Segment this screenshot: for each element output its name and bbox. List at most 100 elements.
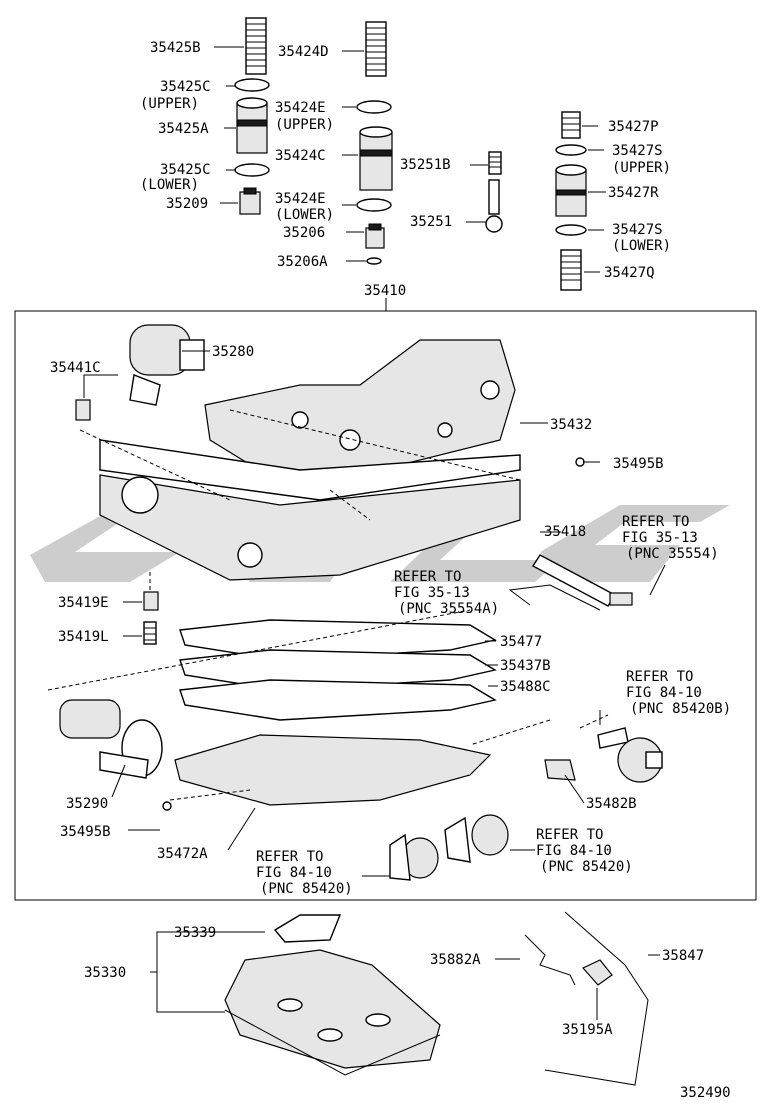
ball-35495B-bottom (162, 801, 172, 811)
svg-text:REFER TO: REFER TO (256, 849, 323, 865)
ref-note-35554: REFER TO FIG 35-13 (PNC 35554) (622, 514, 719, 596)
part-labels: 35425B 35424D 35425C (UPPER) 35425A 3542… (50, 40, 731, 1101)
svg-text:(PNC 35554): (PNC 35554) (626, 546, 719, 562)
oil-strainer-35330 (224, 949, 441, 1076)
plate-35488C (179, 679, 497, 721)
svg-text:(PNC 85420): (PNC 85420) (260, 881, 353, 897)
svg-text:REFER TO: REFER TO (626, 669, 693, 685)
label-35472A: 35472A (157, 846, 208, 862)
piston-35425A (236, 97, 268, 154)
svg-text:REFER TO: REFER TO (536, 827, 603, 843)
oring-35424E-upper (356, 100, 392, 114)
piston-35427R (555, 164, 587, 217)
ref-note-85420B: REFER TO FIG 84-10 (PNC 85420B) (626, 669, 731, 717)
label-35427Q: 35427Q (604, 265, 655, 281)
valve-35251 (485, 179, 503, 233)
label-35425C-lower-note: (LOWER) (140, 177, 199, 193)
ref-note-85420-right: REFER TO FIG 84-10 (PNC 85420) (510, 827, 633, 875)
label-35425C-upper: 35425C (160, 79, 211, 95)
svg-text:(PNC 85420B): (PNC 85420B) (630, 701, 731, 717)
label-35882A: 35882A (430, 952, 481, 968)
label-35441C: 35441C (50, 360, 101, 376)
lower-valve-body (99, 474, 521, 581)
gasket-35432 (99, 439, 521, 501)
label-35424E-upper-note: (UPPER) (275, 117, 334, 133)
spring-35424D (365, 21, 387, 77)
label-35330: 35330 (84, 965, 126, 981)
tube-35554A (508, 584, 601, 611)
oring-35427S-lower (555, 224, 587, 236)
diagram-id: 352490 (680, 1085, 731, 1101)
gasket-35339 (273, 914, 342, 943)
label-35495B-top: 35495B (613, 456, 664, 472)
label-35425C-lower: 35425C (160, 162, 211, 178)
label-35427S-upper-note: (UPPER) (612, 160, 671, 176)
label-35425A: 35425A (158, 121, 209, 137)
plug-35209 (239, 187, 261, 215)
label-35424D: 35424D (278, 44, 329, 60)
svg-text:FIG 84-10: FIG 84-10 (536, 843, 612, 859)
tube-35882A (524, 934, 576, 986)
label-35477: 35477 (500, 634, 542, 650)
clamp-35195A (582, 959, 613, 986)
plug-35206 (365, 223, 385, 249)
label-35427S-lower: 35427S (612, 222, 663, 238)
label-35427S-lower-note: (LOWER) (612, 238, 671, 254)
label-35488C: 35488C (500, 679, 551, 695)
svg-text:(PNC 85420): (PNC 85420) (540, 859, 633, 875)
solenoid-35280 (129, 324, 205, 406)
label-35847: 35847 (662, 948, 704, 964)
label-35410: 35410 (364, 283, 406, 299)
label-35424C: 35424C (275, 148, 326, 164)
solenoid-85420-right (444, 814, 509, 863)
label-35206A: 35206A (277, 254, 328, 270)
label-35419E: 35419E (58, 595, 109, 611)
label-35418: 35418 (544, 524, 586, 540)
oring-35427S-upper (555, 144, 587, 156)
spring-35427Q (560, 249, 582, 291)
label-35495B-bottom: 35495B (60, 824, 111, 840)
plate-35477 (179, 619, 497, 661)
tube-35418 (532, 554, 633, 607)
label-35290: 35290 (66, 796, 108, 812)
label-35206: 35206 (283, 225, 325, 241)
label-35425B: 35425B (150, 40, 201, 56)
label-35432: 35432 (550, 417, 592, 433)
label-35437B: 35437B (500, 658, 551, 674)
label-35419L: 35419L (58, 629, 109, 645)
ball-35495B-top (575, 457, 585, 467)
piston-35424C (359, 126, 393, 191)
solenoid-85420-left (389, 833, 439, 881)
svg-text:FIG 84-10: FIG 84-10 (626, 685, 702, 701)
oring-35206A (366, 257, 382, 265)
svg-text:FIG 35-13: FIG 35-13 (622, 530, 698, 546)
ref-note-85420-left: REFER TO FIG 84-10 (PNC 85420) (256, 849, 390, 897)
spring-35251B (488, 151, 502, 175)
label-35280: 35280 (212, 344, 254, 360)
svg-text:REFER TO: REFER TO (394, 569, 461, 585)
spring-35427P (561, 111, 581, 139)
label-35425C-upper-note: (UPPER) (140, 96, 199, 112)
label-35424E-lower-note: (LOWER) (275, 207, 334, 223)
label-35339: 35339 (174, 925, 216, 941)
bolt-35441C (75, 399, 91, 421)
svg-text:REFER TO: REFER TO (622, 514, 689, 530)
label-35427P: 35427P (608, 119, 659, 135)
ref-note-35554A: REFER TO FIG 35-13 (PNC 35554A) (394, 569, 499, 617)
label-35195A: 35195A (562, 1022, 613, 1038)
oring-35425C-upper (234, 78, 270, 92)
label-35251B: 35251B (400, 157, 451, 173)
svg-text:(PNC 35554A): (PNC 35554A) (398, 601, 499, 617)
spring-35425B (245, 17, 267, 75)
label-35251: 35251 (410, 214, 452, 230)
label-35424E-upper: 35424E (275, 100, 326, 116)
tube-35847 (544, 911, 649, 1086)
oring-35425C-lower (234, 163, 270, 177)
spring-35419L (143, 621, 157, 645)
solenoid-85420B (597, 727, 663, 783)
solenoid-35290 (59, 699, 163, 779)
oring-35424E-lower (356, 198, 392, 212)
label-35427R: 35427R (608, 185, 659, 201)
ball-35419E (143, 591, 159, 611)
